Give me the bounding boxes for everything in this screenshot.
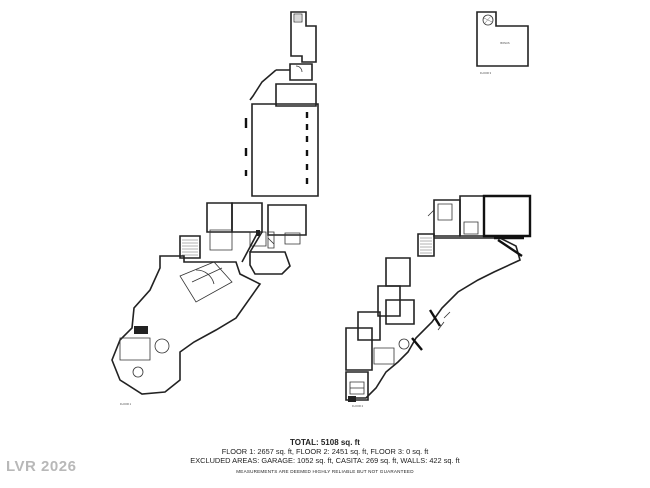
floorplan-totals: TOTAL: 5108 sq. ft FLOOR 1: 2657 sq. ft,… bbox=[0, 438, 650, 476]
floor-breakdown: FLOOR 1: 2657 sq. ft, FLOOR 2: 2451 sq. … bbox=[221, 447, 429, 456]
svg-text:FLOOR 2: FLOOR 2 bbox=[352, 404, 364, 408]
total-area: TOTAL: 5108 sq. ft bbox=[290, 438, 360, 447]
floor-2-plan: FLOOR 2 bbox=[345, 194, 532, 408]
excluded-areas: EXCLUDED AREAS: GARAGE: 1052 sq. ft, CAS… bbox=[190, 456, 460, 465]
svg-text:FLOOR 3: FLOOR 3 bbox=[480, 71, 492, 75]
svg-text:BONUS: BONUS bbox=[500, 41, 509, 45]
watermark: LVR 2026 bbox=[6, 458, 77, 475]
floor-1-plan: FLOOR 1 bbox=[111, 11, 319, 406]
measurement-disclaimer: MEASUREMENTS ARE DEEMED HIGHLY RELIABLE … bbox=[236, 469, 414, 474]
svg-text:FLOOR 1: FLOOR 1 bbox=[120, 402, 132, 406]
floor-3-plan: BONUS FLOOR 3 bbox=[476, 11, 529, 75]
